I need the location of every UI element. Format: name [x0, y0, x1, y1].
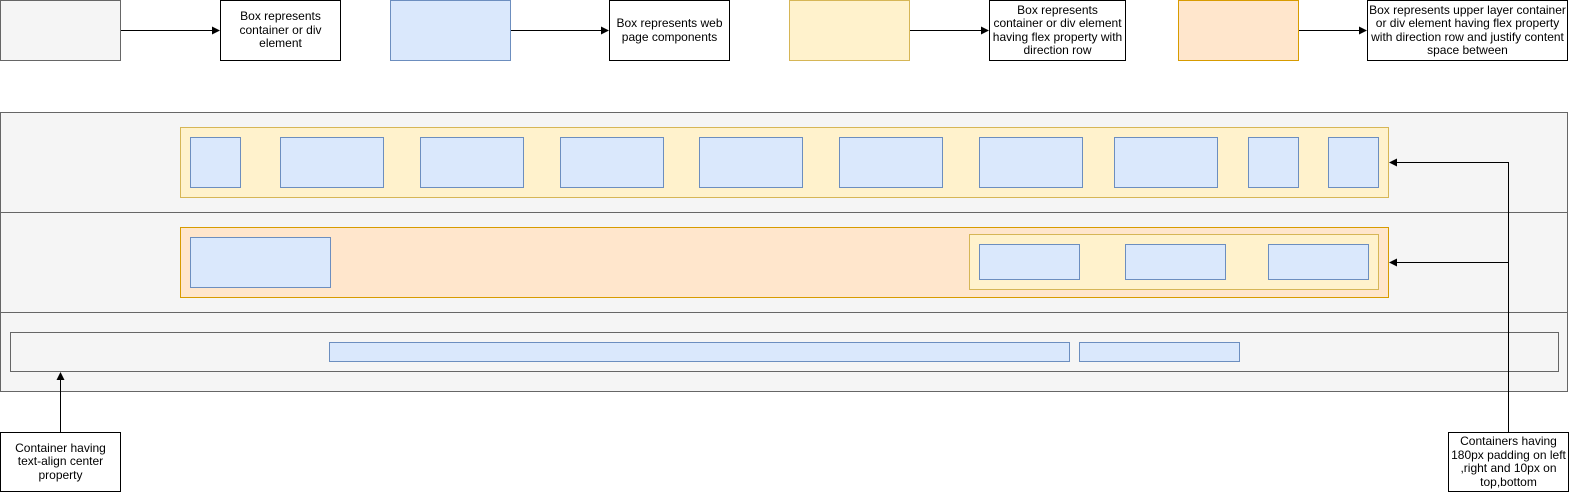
legend-swatch-space-between [1178, 0, 1299, 61]
component-box [1125, 244, 1226, 280]
component-box [190, 137, 241, 188]
legend-label-component: Box represents web page components [609, 0, 730, 61]
legend-swatch-flex-row [789, 0, 910, 61]
arrow-padding-row-1 [1389, 158, 1509, 432]
legend-label-flex-row: Box represents container or div element … [989, 0, 1126, 61]
legend-swatch-component [390, 0, 511, 61]
component-box [1079, 342, 1240, 362]
component-box [420, 137, 524, 188]
component-box [979, 244, 1080, 280]
component-box [699, 137, 803, 188]
component-box [1114, 137, 1218, 188]
note-text-align-center: Container having text-align center prope… [0, 432, 121, 492]
component-box [280, 137, 384, 188]
legend-label-space-between: Box represents upper layer container or … [1367, 0, 1568, 61]
note-padding: Containers having 180px padding on left … [1448, 432, 1569, 492]
legend-label-container: Box represents container or div element [220, 0, 341, 61]
component-box [190, 237, 331, 288]
component-box [560, 137, 664, 188]
legend-swatch-container [0, 0, 121, 61]
component-box [1328, 137, 1379, 188]
component-box [1248, 137, 1299, 188]
component-box [979, 137, 1083, 188]
component-box [1268, 244, 1369, 280]
component-box [839, 137, 943, 188]
component-box [329, 342, 1070, 362]
